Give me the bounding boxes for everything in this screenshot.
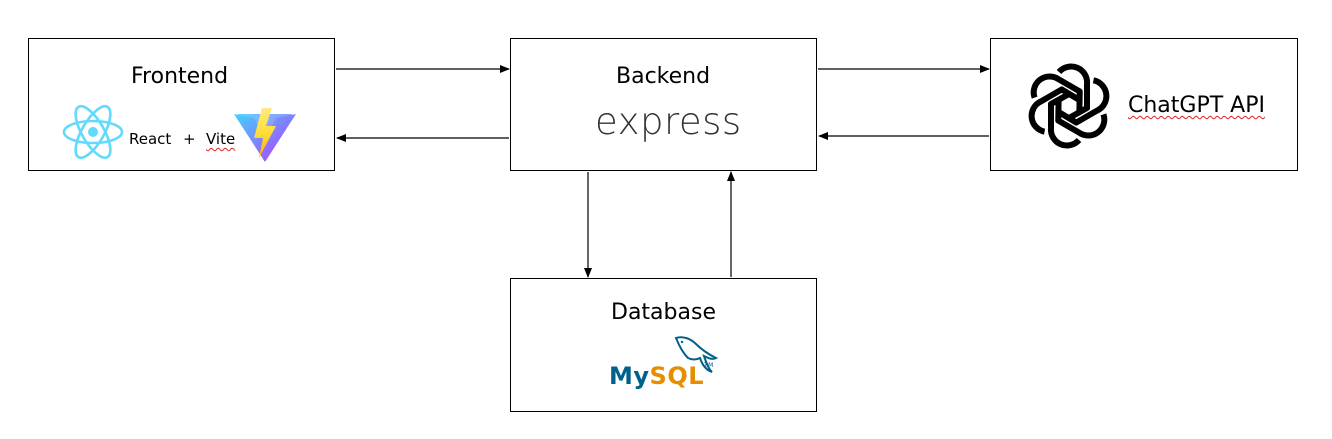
chatgpt-api-title: ChatGPT API — [1128, 93, 1265, 118]
backend-title: Backend — [616, 64, 711, 89]
database-box — [510, 278, 817, 412]
react-label: React — [129, 130, 172, 148]
plus-sign: + — [183, 130, 196, 148]
mysql-logo-tm: TM — [704, 362, 714, 369]
chatgpt-api-title-text: ChatGPT API — [1128, 93, 1265, 118]
frontend-box — [28, 38, 335, 171]
openai-icon — [1028, 63, 1110, 149]
backend-box — [510, 38, 817, 171]
react-icon — [62, 104, 124, 160]
database-title: Database — [611, 300, 716, 325]
vite-icon — [234, 108, 296, 162]
mysql-logo-my: My — [609, 362, 650, 390]
frontend-title: Frontend — [131, 64, 229, 89]
vite-label: Vite — [206, 130, 236, 148]
mysql-dolphin-icon — [674, 336, 719, 373]
mysql-logo: MySQLTM — [609, 362, 714, 390]
mysql-logo-sql: SQL — [649, 362, 705, 390]
express-logo-text: express — [595, 100, 742, 143]
